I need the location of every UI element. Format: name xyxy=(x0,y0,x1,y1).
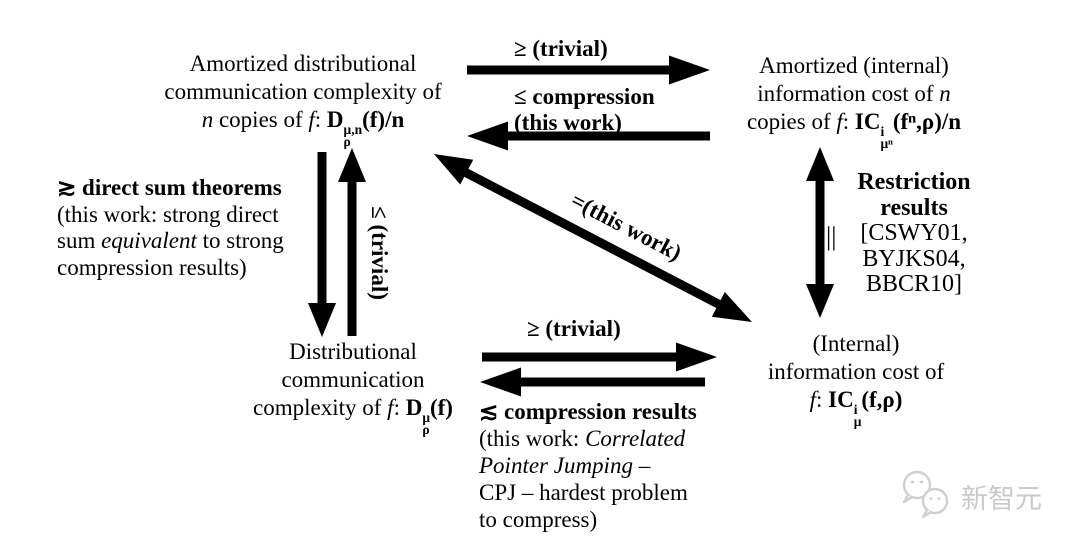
node-line: Distributional xyxy=(289,339,417,364)
watermark-text: 新智元 xyxy=(961,483,1042,514)
node-line: (Internal) xyxy=(812,331,900,356)
node-amortized-information-cost: Amortized (internal) information cost of… xyxy=(723,52,985,151)
arrow-bottom-backward-icon xyxy=(480,367,705,397)
wechat-bubbles-icon xyxy=(902,470,949,519)
label-compression-results: ≲ compression results (this work: Correl… xyxy=(479,399,697,532)
label-bottom-trivial: ≥ (trivial) xyxy=(527,316,621,341)
label-restriction-results: Restriction results [CSWY01, BYJKS04, BB… xyxy=(857,169,971,297)
node-line: information cost of xyxy=(767,359,945,384)
label-top-compression: ≤ compression (this work) xyxy=(514,84,655,135)
arrow-left-down-icon xyxy=(308,152,336,337)
arrow-left-up-icon xyxy=(338,148,366,336)
node-distributional-cc: Distributional communication complexity … xyxy=(200,338,506,437)
node-line: Amortized (internal) xyxy=(759,53,949,78)
node-amortized-distributional-cc: Amortized distributional communication c… xyxy=(137,50,469,149)
node-line: Amortized distributional xyxy=(189,51,417,76)
arrow-bottom-forward-icon xyxy=(482,342,717,372)
node-line: communication complexity of xyxy=(164,79,442,104)
label-direct-sum-theorems: ≳ direct sum theorems (this work: strong… xyxy=(57,175,284,280)
node-line: communication xyxy=(281,367,425,392)
arrow-right-double-icon xyxy=(806,147,834,318)
label-top-trivial: ≥ (trivial) xyxy=(514,36,608,61)
arrow-diagonal-double-icon xyxy=(434,154,752,322)
arrow-top-forward-icon xyxy=(467,55,710,85)
watermark: 新智元 xyxy=(896,468,1042,524)
arrow-top-backward-icon xyxy=(467,121,710,151)
label-vertical-trivial: ≤ (trivial) xyxy=(367,206,392,300)
node-line: information cost of n xyxy=(757,81,951,106)
parallel-symbol: || xyxy=(826,222,837,251)
